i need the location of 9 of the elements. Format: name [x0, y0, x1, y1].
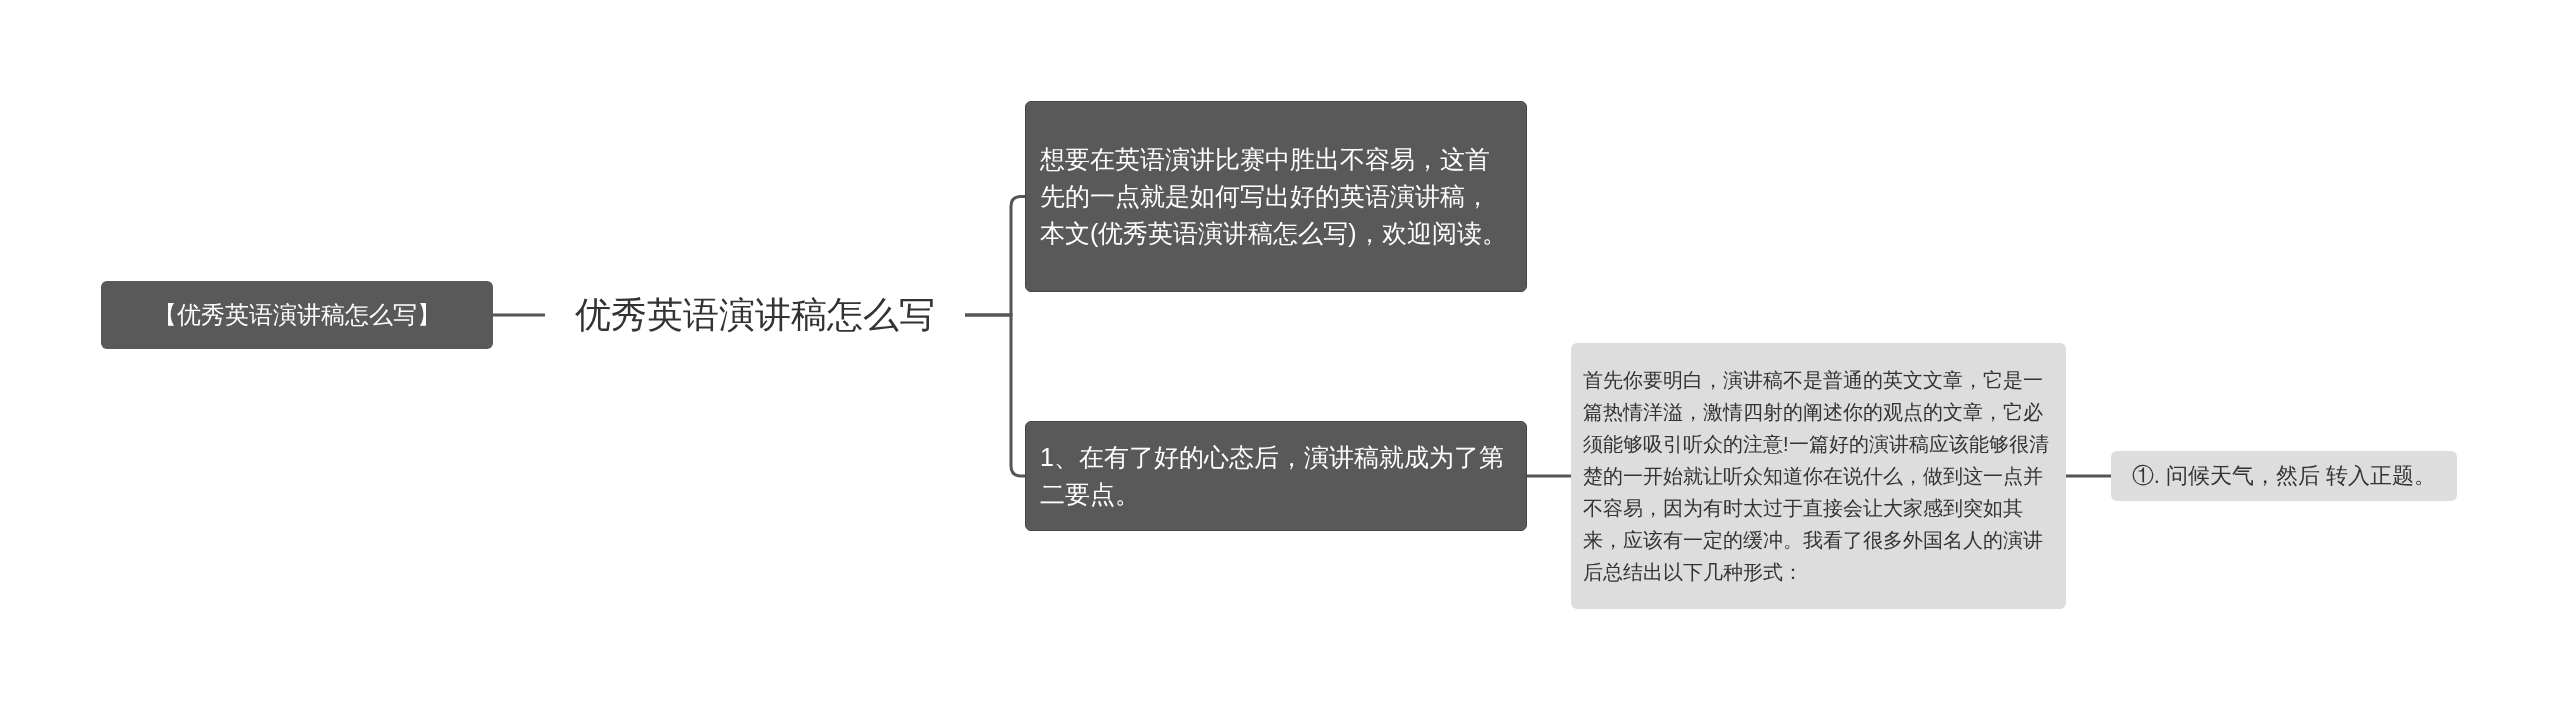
connector-line	[493, 313, 545, 317]
subtopic-box: ①. 问候天气，然后 转入正题。	[2111, 451, 2457, 501]
topic-box: 1、在有了好的心态后，演讲稿就成为了第二要点。	[1025, 421, 1527, 531]
central-topic: 优秀英语演讲稿怎么写	[545, 290, 965, 340]
root-topic-box: 【优秀英语演讲稿怎么写】	[101, 281, 493, 349]
note-box: 首先你要明白，演讲稿不是普通的英文文章，它是一篇热情洋溢，激情四射的阐述你的观点的文章，它必须能够吸引听众的注意!一篇好的演讲稿应该能够很清楚的一开始就让听众知道你在说什么，做到这一点并不容易，因为有时太过于直接会让大家感到突如其来，应该有一定的缓冲。我看了很多外国名人的演讲后总结出以下几种形式：	[1571, 343, 2066, 609]
topic-box: 想要在英语演讲比赛中胜出不容易，这首先的一点就是如何写出好的英语演讲稿，本文(优秀英语演讲稿怎么写)，欢迎阅读。	[1025, 101, 1527, 292]
connector-line	[1527, 474, 1571, 478]
connector-line	[2066, 474, 2111, 478]
